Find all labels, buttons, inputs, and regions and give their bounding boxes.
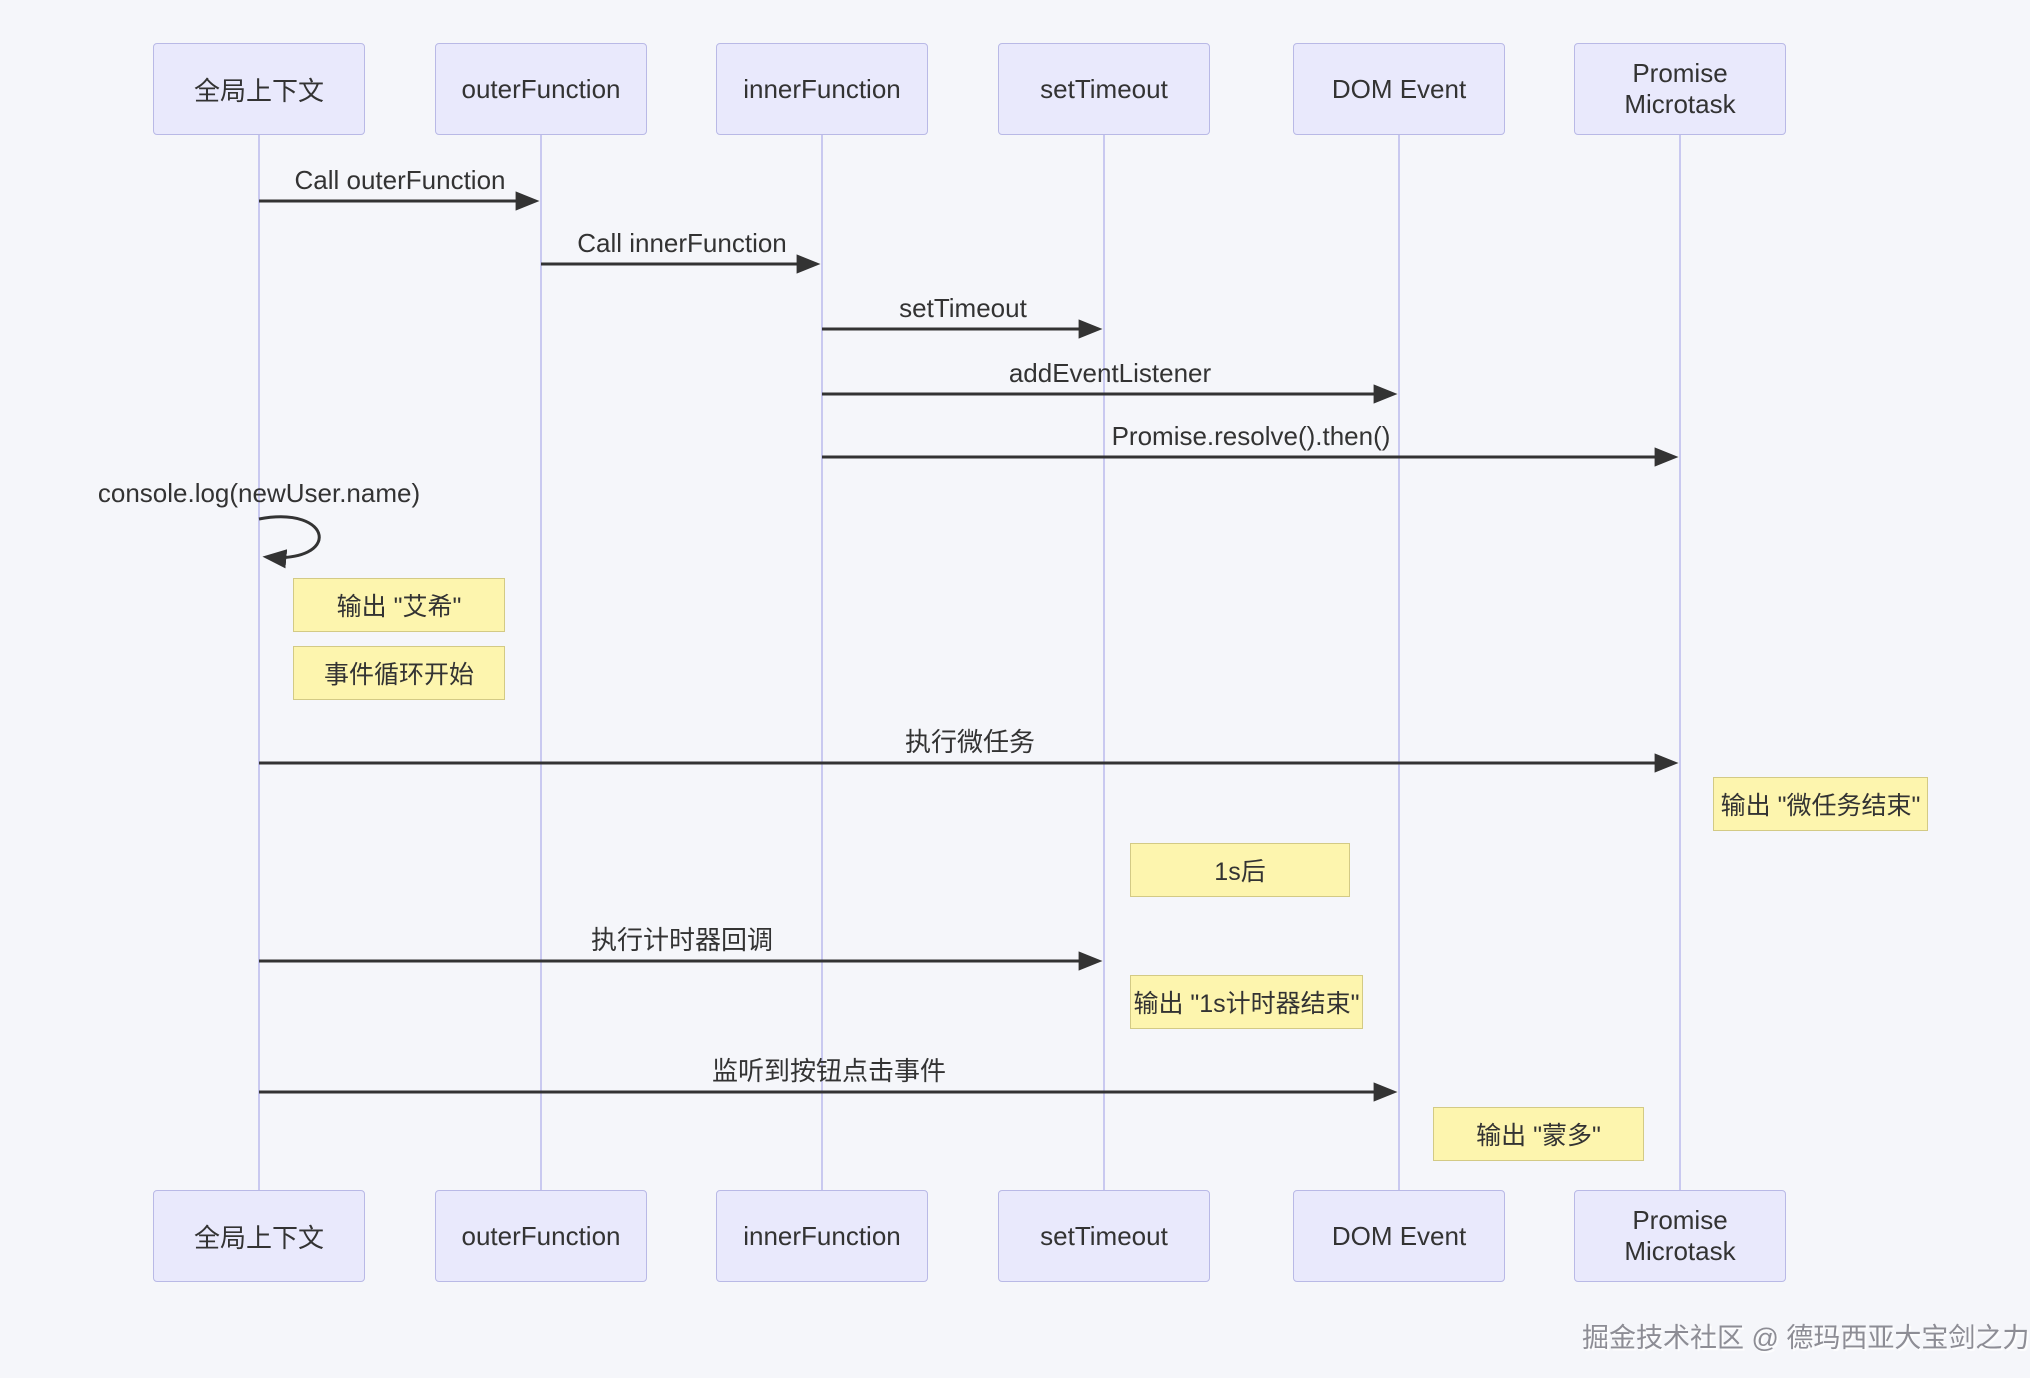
actor-dom-event-top: DOM Event xyxy=(1293,43,1505,135)
note-output-mundo: 输出 "蒙多" xyxy=(1433,1107,1644,1161)
watermark: 掘金技术社区 @ 德玛西亚大宝剑之力 xyxy=(1582,1323,2030,1353)
message-label-set-timeout: setTimeout xyxy=(899,293,1027,323)
message-label-add-event-listener: addEventListener xyxy=(1008,358,1212,388)
actor-set-timeout-top: setTimeout xyxy=(998,43,1210,135)
actor-label: outerFunction xyxy=(461,73,621,104)
actor-set-timeout-bottom: setTimeout xyxy=(998,1190,1210,1282)
message-label-console-log: console.log(newUser.name) xyxy=(97,478,421,508)
actor-inner-function-top: innerFunction xyxy=(716,43,928,135)
actor-dom-event-bottom: DOM Event xyxy=(1293,1190,1505,1282)
actor-global-context-top: 全局上下文 xyxy=(153,43,365,135)
actor-label: Promise Microtask xyxy=(1624,58,1736,119)
message-arrows xyxy=(258,191,1679,1102)
actor-label: 全局上下文 xyxy=(193,1222,324,1253)
message-label-run-timer-callback: 执行计时器回调 xyxy=(590,925,774,955)
actor-global-context-bottom: 全局上下文 xyxy=(153,1190,365,1282)
actor-label: DOM Event xyxy=(1331,1220,1467,1251)
actor-label: innerFunction xyxy=(743,73,901,104)
note-event-loop-start: 事件循环开始 xyxy=(293,646,505,700)
actor-label: 全局上下文 xyxy=(193,75,324,106)
actor-label: Promise Microtask xyxy=(1624,1205,1736,1266)
message-label-promise-resolve: Promise.resolve().then() xyxy=(1111,421,1391,451)
actor-outer-function-bottom: outerFunction xyxy=(435,1190,647,1282)
message-label-run-microtask: 执行微任务 xyxy=(904,727,1036,757)
actor-promise-microtask-bottom: Promise Microtask xyxy=(1574,1190,1786,1282)
actor-label: setTimeout xyxy=(1040,73,1168,104)
note-output-timer-end: 输出 "1s计时器结束" xyxy=(1130,975,1363,1029)
actor-outer-function-top: outerFunction xyxy=(435,43,647,135)
note-after-1s: 1s后 xyxy=(1130,843,1350,897)
actor-label: setTimeout xyxy=(1040,1220,1168,1251)
actor-promise-microtask-top: Promise Microtask xyxy=(1574,43,1786,135)
message-label-call-outer-function: Call outerFunction xyxy=(294,165,506,195)
actor-label: outerFunction xyxy=(461,1220,621,1251)
note-output-microtask-end: 输出 "微任务结束" xyxy=(1713,777,1928,831)
actor-inner-function-bottom: innerFunction xyxy=(716,1190,928,1282)
actor-label: innerFunction xyxy=(743,1220,901,1251)
lifelines xyxy=(258,135,1681,1190)
message-label-button-click-event: 监听到按钮点击事件 xyxy=(711,1056,947,1086)
actor-label: DOM Event xyxy=(1331,73,1467,104)
message-label-call-inner-function: Call innerFunction xyxy=(577,228,787,258)
arrow-self-console-log xyxy=(258,515,321,569)
note-output-ashe: 输出 "艾希" xyxy=(293,578,505,632)
